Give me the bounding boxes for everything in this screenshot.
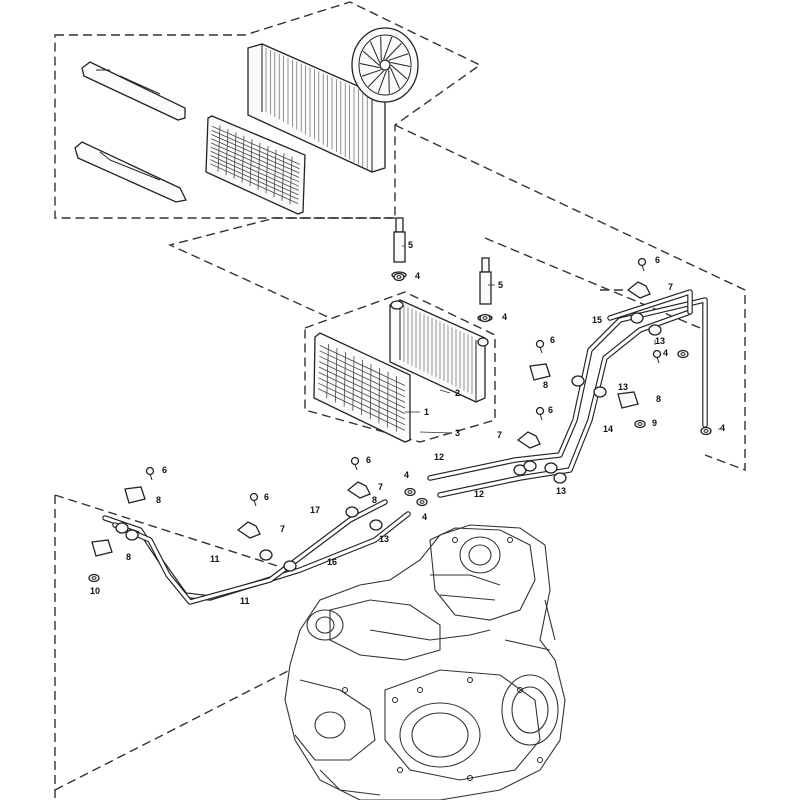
pipe-clamps: [91, 281, 662, 572]
clamp-bracket: [346, 481, 371, 499]
pipe-clamp: [571, 375, 585, 387]
pipe-clamp: [553, 472, 567, 484]
callout-number: 7: [280, 524, 285, 534]
callout-number: 14: [603, 424, 613, 434]
callout-number: 4: [415, 271, 420, 281]
bolt: [535, 406, 545, 416]
washer: [416, 497, 428, 507]
callout-number: 12: [434, 452, 444, 462]
callout-number: 5: [498, 280, 503, 290]
bolt: [249, 492, 259, 502]
callout-number: 4: [502, 312, 507, 322]
bolt: [350, 456, 360, 466]
callout-number: 4: [404, 470, 409, 480]
clamp-bracket: [236, 521, 261, 539]
pipe-clamp: [283, 560, 297, 572]
callout-number: 12: [474, 489, 484, 499]
hose-fitting-left: [391, 217, 407, 279]
callout-number: 11: [240, 596, 250, 606]
callout-number: 13: [655, 336, 665, 346]
upper-radiator-screen: [205, 115, 306, 215]
mounting-bracket: [529, 363, 551, 381]
oil-cooler-screen: [313, 332, 411, 443]
pipe-clamp: [125, 529, 139, 541]
pipe-clamp: [648, 324, 662, 336]
bolt: [535, 339, 545, 349]
callout-number: 13: [379, 534, 389, 544]
assembly-boundaries: [54, 124, 746, 800]
callout-number: 17: [310, 505, 320, 515]
oil-cooler: [389, 299, 489, 403]
upper-group-boundary: [54, 1, 482, 219]
callout-number: 8: [543, 380, 548, 390]
callout-number: 3: [455, 428, 460, 438]
callout-number: 8: [372, 495, 377, 505]
washer: [677, 349, 689, 359]
callout-number: 10: [90, 586, 100, 596]
pipe-clamp: [630, 312, 644, 324]
clamp-bracket: [626, 281, 651, 299]
callout-number: 7: [378, 482, 383, 492]
callout-number: 7: [668, 282, 673, 292]
pipe-clamp: [115, 522, 129, 534]
callout-number: 8: [126, 552, 131, 562]
callout-number: 4: [663, 348, 668, 358]
mounting-bracket: [617, 391, 639, 409]
callout-number: 9: [652, 418, 657, 428]
washer: [634, 419, 646, 429]
callout-number: 11: [210, 554, 220, 564]
callout-number: 6: [366, 455, 371, 465]
callout-number: 4: [422, 512, 427, 522]
callout-number: 2: [455, 388, 460, 398]
engine-assembly: [284, 524, 566, 800]
callout-number: 15: [592, 315, 602, 325]
callout-number: 13: [556, 486, 566, 496]
washer: [393, 272, 405, 282]
pipe-clamp: [345, 506, 359, 518]
callout-number: 13: [618, 382, 628, 392]
upper-radiator: [247, 43, 386, 173]
callout-number: 7: [497, 430, 502, 440]
leader-lines: [402, 245, 720, 434]
pipe-clamp: [523, 460, 537, 472]
lower-bracket: [74, 141, 187, 203]
mounting-bracket: [124, 486, 146, 504]
pipe-clamp: [544, 462, 558, 474]
mounting-bracket: [91, 539, 113, 557]
callout-number: 5: [408, 240, 413, 250]
callout-number: 8: [656, 394, 661, 404]
clamp-bracket: [516, 431, 541, 449]
pipe-clamp: [369, 519, 383, 531]
bolt: [145, 466, 155, 476]
callout-number: 4: [720, 423, 725, 433]
oil-pipes-left: [102, 499, 411, 605]
callout-number: 16: [327, 557, 337, 567]
pipe-clamp: [259, 549, 273, 561]
callout-number: 6: [655, 255, 660, 265]
washer: [700, 426, 712, 436]
pipe-clamp: [593, 386, 607, 398]
callout-number: 6: [548, 405, 553, 415]
callout-number: 6: [264, 492, 269, 502]
callout-number: 8: [156, 495, 161, 505]
cooling-fan: [351, 27, 419, 103]
washer: [404, 487, 416, 497]
hose-fitting-right: [477, 257, 493, 322]
bolt: [652, 349, 662, 359]
bolts-and-washers: [88, 257, 712, 583]
callout-number: 6: [550, 335, 555, 345]
washer: [479, 313, 491, 323]
washer: [88, 573, 100, 583]
bolt: [637, 257, 647, 267]
callout-number: 6: [162, 465, 167, 475]
callout-number: 1: [424, 407, 429, 417]
upper-bracket: [81, 61, 186, 121]
